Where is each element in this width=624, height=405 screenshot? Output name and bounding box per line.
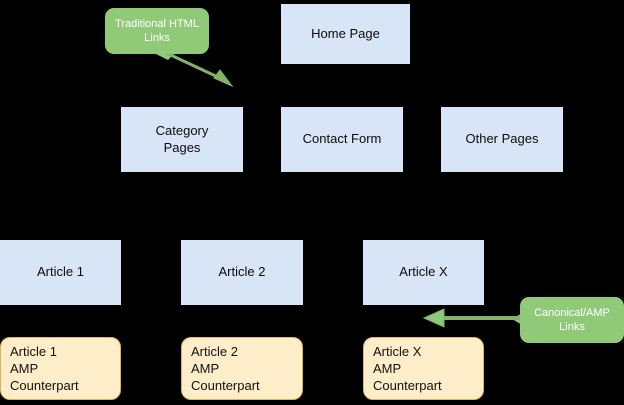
node-label: Article X AMP Counterpart — [373, 343, 442, 394]
callout-label: Canonical/AMP Links — [534, 306, 610, 333]
node-label: Category Pages — [155, 123, 209, 155]
node-article-1[interactable]: Article 1 — [0, 240, 121, 305]
node-article-2-amp-counterpart[interactable]: Article 2 AMP Counterpart — [181, 337, 303, 400]
node-article-x[interactable]: Article X — [363, 240, 484, 305]
node-label: Article 2 — [218, 264, 266, 280]
node-label: Home Page — [311, 25, 380, 41]
callout-label: Traditional HTML Links — [115, 17, 199, 44]
node-label: Other Pages — [465, 131, 539, 147]
node-article-x-amp-counterpart[interactable]: Article X AMP Counterpart — [363, 337, 484, 400]
node-other-pages[interactable]: Other Pages — [441, 107, 563, 172]
node-label: Article 1 — [37, 264, 84, 280]
node-label: Article 1 AMP Counterpart — [10, 343, 79, 394]
node-category-pages[interactable]: Category Pages — [121, 107, 243, 172]
node-home-page[interactable]: Home Page — [281, 4, 410, 64]
callout-traditional-html-links[interactable]: Traditional HTML Links — [105, 8, 209, 54]
node-label: Article 2 AMP Counterpart — [191, 343, 260, 394]
arrow-canonical-amp-links — [422, 308, 521, 328]
node-label: Contact Form — [302, 131, 382, 147]
node-article-2[interactable]: Article 2 — [181, 240, 303, 305]
node-article-1-amp-counterpart[interactable]: Article 1 AMP Counterpart — [0, 337, 121, 400]
node-contact-form[interactable]: Contact Form — [281, 107, 403, 172]
callout-canonical-amp-links[interactable]: Canonical/AMP Links — [520, 297, 624, 343]
node-label: Article X — [399, 264, 448, 280]
arrow-traditional-html-links — [159, 48, 234, 88]
